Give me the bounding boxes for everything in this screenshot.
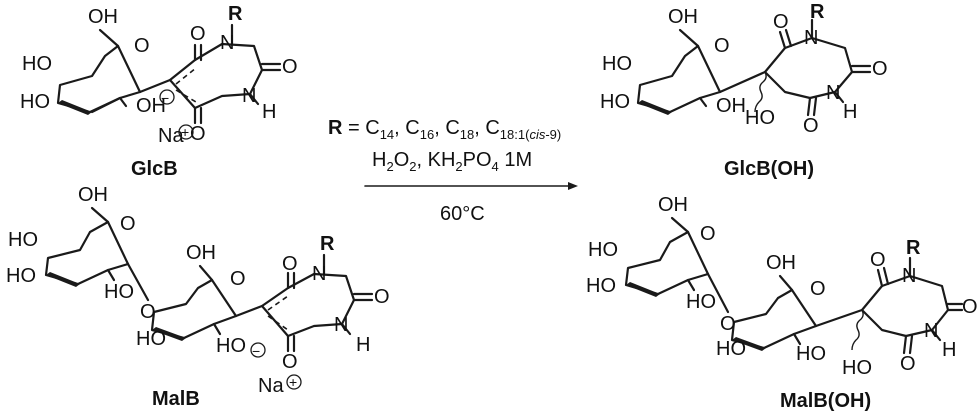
malb-plus-charge xyxy=(286,374,302,390)
glcb-oh-structure xyxy=(636,18,872,117)
glcboh-oh-6: OH xyxy=(668,6,698,28)
malb-ho-3-top: HO xyxy=(6,265,36,287)
malb-label: MalB xyxy=(152,388,200,410)
malb-h: H xyxy=(356,334,370,356)
malb-r: R xyxy=(320,233,335,255)
glcb-plus-charge xyxy=(178,124,194,140)
glcboh-oh-2: OH xyxy=(716,95,746,117)
glcb-o-right: O xyxy=(282,56,298,78)
glcb-label: GlcB xyxy=(131,158,178,180)
malboh-h: H xyxy=(942,339,956,361)
glcboh-o-bottom: O xyxy=(803,115,819,137)
malb-oh-structure xyxy=(624,216,964,355)
malb-o-bottom: O xyxy=(282,351,298,373)
malb-na: Na xyxy=(258,375,284,397)
glcboh-ho-5: HO xyxy=(745,107,775,129)
malboh-ho-3-bottom: HO xyxy=(716,338,746,360)
glcboh-ho-3: HO xyxy=(600,91,630,113)
malboh-o-link: O xyxy=(720,313,736,335)
glcboh-o-right: O xyxy=(872,58,888,80)
glcb-h: H xyxy=(262,101,276,123)
glcboh-ho-4: HO xyxy=(602,53,632,75)
malboh-oh-6-top: OH xyxy=(658,194,688,216)
malboh-ho-2-top: HO xyxy=(686,291,716,313)
glcboh-n1: N xyxy=(804,27,818,49)
glcb-minus-charge xyxy=(159,89,175,105)
malboh-r: R xyxy=(906,237,921,259)
glcboh-ring-o: O xyxy=(714,35,730,57)
malboh-ho-2-bottom: HO xyxy=(796,343,826,365)
glcboh-h: H xyxy=(843,101,857,123)
condition-temperature: 60°C xyxy=(440,203,485,225)
glcboh-label: GlcB(OH) xyxy=(724,158,814,180)
condition-r-line: R = C14, C16, C18, C18:1(cis-9) xyxy=(328,117,561,142)
malboh-ho-3-top: HO xyxy=(586,275,616,297)
malboh-ring-o-bottom: O xyxy=(810,278,826,300)
glcb-minus-sign: − xyxy=(161,90,169,106)
malb-minus-charge xyxy=(250,342,266,358)
glcb-ho-4: HO xyxy=(22,53,52,75)
glcb-o-top: O xyxy=(190,23,206,45)
malboh-o-bottom: O xyxy=(900,353,916,375)
condition-reagents: H2O2, KH2PO4 1M xyxy=(372,149,532,174)
glcb-n1: N xyxy=(220,32,234,54)
malb-ring-o-top: O xyxy=(120,213,136,235)
malb-plus-sign: + xyxy=(289,374,297,390)
malb-o-top: O xyxy=(282,253,298,275)
malb-minus-sign: − xyxy=(252,343,260,359)
malb-ho-3-bottom: HO xyxy=(136,328,166,350)
reaction-arrowhead xyxy=(568,182,578,190)
malboh-o-right: O xyxy=(962,296,977,318)
malboh-ho-4-top: HO xyxy=(588,239,618,261)
glcb-plus-sign: + xyxy=(181,124,189,140)
glcb-oh-2: OH xyxy=(136,95,166,117)
malboh-ring-o-top: O xyxy=(700,223,716,245)
malb-ho-2-top: HO xyxy=(104,281,134,303)
malb-o-link: O xyxy=(140,301,156,323)
glcb-ho-3: HO xyxy=(20,91,50,113)
malb-ho-2-bottom: HO xyxy=(216,335,246,357)
glcb-ring-o: O xyxy=(134,35,150,57)
glcboh-o-top: O xyxy=(773,11,789,33)
glcboh-n3: N xyxy=(826,82,840,104)
glcb-n3: N xyxy=(242,85,256,107)
malboh-ho-5: HO xyxy=(842,357,872,379)
malb-n1: N xyxy=(312,263,326,285)
glcb-o-bottom: O xyxy=(190,123,206,145)
malboh-o-top: O xyxy=(870,249,886,271)
malb-ho-4-top: HO xyxy=(8,229,38,251)
malboh-n1: N xyxy=(902,265,916,287)
malb-o-right: O xyxy=(374,286,390,308)
glcboh-r: R xyxy=(810,1,825,23)
glcb-oh-6: OH xyxy=(88,6,118,28)
malb-oh-6-bottom: OH xyxy=(186,242,216,264)
glcb-r: R xyxy=(228,3,243,25)
malboh-label: MalB(OH) xyxy=(780,390,871,412)
malb-ring-o-bottom: O xyxy=(230,268,246,290)
glcb-structure xyxy=(56,23,282,125)
glcb-na: Na xyxy=(158,125,184,147)
malb-structure xyxy=(44,206,374,353)
malboh-oh-6-bottom: OH xyxy=(766,252,796,274)
malboh-n3: N xyxy=(924,320,938,342)
malb-n3: N xyxy=(334,314,348,336)
malb-oh-6-top: OH xyxy=(78,184,108,206)
